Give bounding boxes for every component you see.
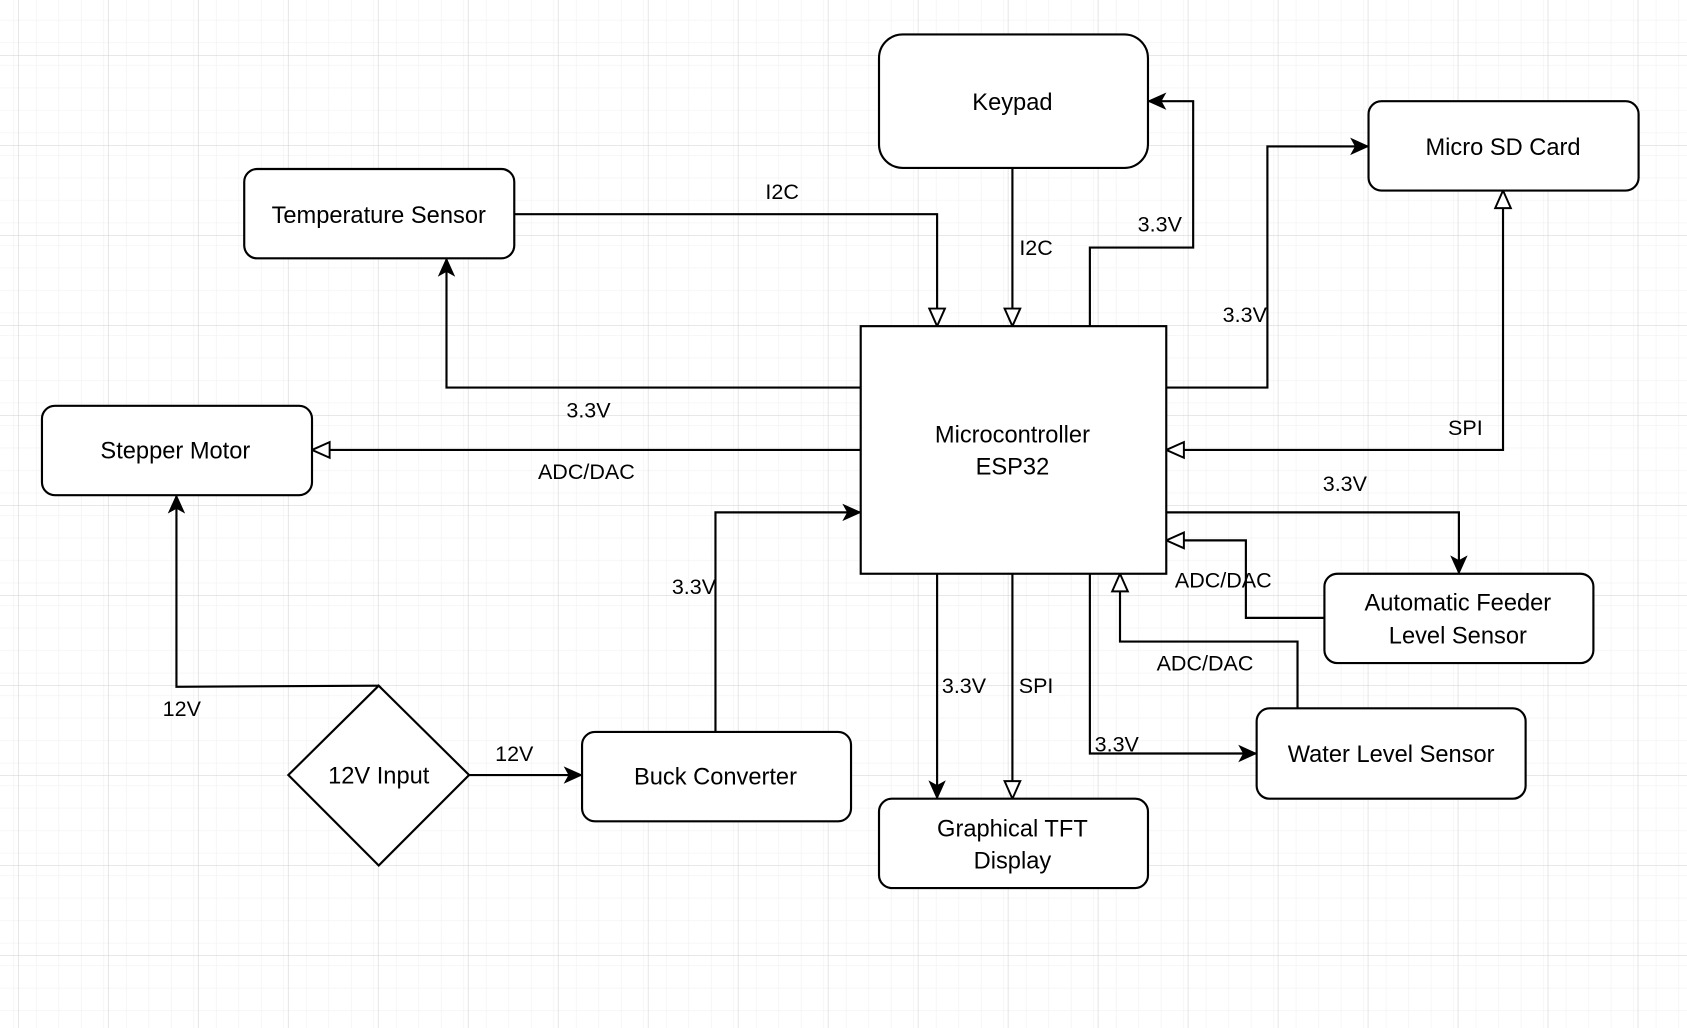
edge-label: 3.3V bbox=[942, 674, 987, 698]
edge-mcu-to-stepper[interactable]: ADC/DAC bbox=[312, 450, 861, 484]
node-label-line-2: ESP32 bbox=[976, 455, 1050, 481]
node-label: Keypad bbox=[972, 90, 1052, 116]
edge-label: SPI bbox=[1448, 416, 1483, 440]
node-label: Temperature Sensor bbox=[272, 203, 486, 229]
edge-mcu-to-tft-spi[interactable]: SPI bbox=[1012, 573, 1054, 799]
edge-input-to-stepper[interactable]: 12V bbox=[163, 494, 379, 721]
edge-label: 3.3V bbox=[1223, 303, 1268, 327]
node-label: 12V Input bbox=[328, 764, 430, 790]
edge-label: ADC/DAC bbox=[538, 460, 635, 484]
node-water-level-sensor[interactable]: Water Level Sensor bbox=[1255, 707, 1527, 800]
edge-label: ADC/DAC bbox=[1157, 652, 1254, 676]
node-label-line-2: Display bbox=[974, 849, 1052, 875]
edge-label: I2C bbox=[765, 180, 798, 204]
node-label: Buck Converter bbox=[634, 765, 797, 791]
edge-label: 12V bbox=[163, 697, 202, 721]
node-microcontroller[interactable]: Microcontroller ESP32 bbox=[859, 325, 1168, 575]
node-temperature-sensor[interactable]: Temperature Sensor bbox=[243, 167, 516, 260]
edge-mcu-to-water[interactable]: 3.3V bbox=[1088, 573, 1258, 763]
edge-buck-to-mcu[interactable]: 3.3V bbox=[672, 503, 862, 732]
node-micro-sd-card[interactable]: Micro SD Card bbox=[1367, 100, 1640, 192]
node-label-line-2: Level Sensor bbox=[1389, 624, 1527, 650]
edge-temp-to-mcu[interactable]: I2C bbox=[514, 180, 937, 326]
edge-keypad-to-mcu[interactable]: I2C bbox=[1012, 167, 1053, 326]
edge-water-to-mcu[interactable]: ADC/DAC bbox=[1120, 574, 1299, 709]
edges: I2C I2C 3.3V 3.3V SPI 3.3V ADC/DAC 3.3V bbox=[163, 92, 1503, 800]
node-graphical-tft-display[interactable]: Graphical TFT Display bbox=[877, 797, 1150, 890]
edge-label: 3.3V bbox=[1095, 732, 1140, 756]
edge-label: 12V bbox=[495, 742, 534, 766]
node-label: Stepper Motor bbox=[100, 439, 250, 465]
node-label: Micro SD Card bbox=[1425, 135, 1580, 161]
node-label-line-1: Graphical TFT bbox=[937, 816, 1088, 842]
edge-label: I2C bbox=[1019, 236, 1052, 260]
edge-mcu-to-feeder[interactable]: 3.3V bbox=[1166, 472, 1468, 575]
node-label-line-1: Automatic Feeder bbox=[1364, 590, 1551, 616]
edge-label: 3.3V bbox=[1138, 212, 1183, 236]
edge-label: 3.3V bbox=[672, 575, 717, 599]
node-automatic-feeder-level-sensor[interactable]: Automatic Feeder Level Sensor bbox=[1323, 572, 1595, 665]
node-stepper-motor[interactable]: Stepper Motor bbox=[40, 404, 314, 497]
node-label: Water Level Sensor bbox=[1288, 742, 1495, 768]
edge-mcu-to-tft-power[interactable]: 3.3V bbox=[928, 573, 987, 800]
node-label-line-1: Microcontroller bbox=[935, 422, 1090, 448]
node-buck-converter[interactable]: Buck Converter bbox=[580, 730, 853, 823]
node-keypad[interactable]: Keypad bbox=[877, 33, 1150, 170]
edge-label: SPI bbox=[1019, 674, 1054, 698]
edge-feeder-to-mcu[interactable]: ADC/DAC bbox=[1166, 540, 1325, 619]
node-12v-input[interactable]: 12V Input bbox=[286, 684, 471, 867]
edge-label: ADC/DAC bbox=[1175, 569, 1272, 593]
edge-mcu-to-temp[interactable]: 3.3V bbox=[437, 257, 861, 423]
edge-label: 3.3V bbox=[566, 399, 611, 423]
edge-input-to-buck[interactable]: 12V bbox=[469, 742, 584, 784]
edge-label: 3.3V bbox=[1323, 472, 1368, 496]
edge-sd-spi[interactable]: SPI bbox=[1166, 191, 1503, 450]
